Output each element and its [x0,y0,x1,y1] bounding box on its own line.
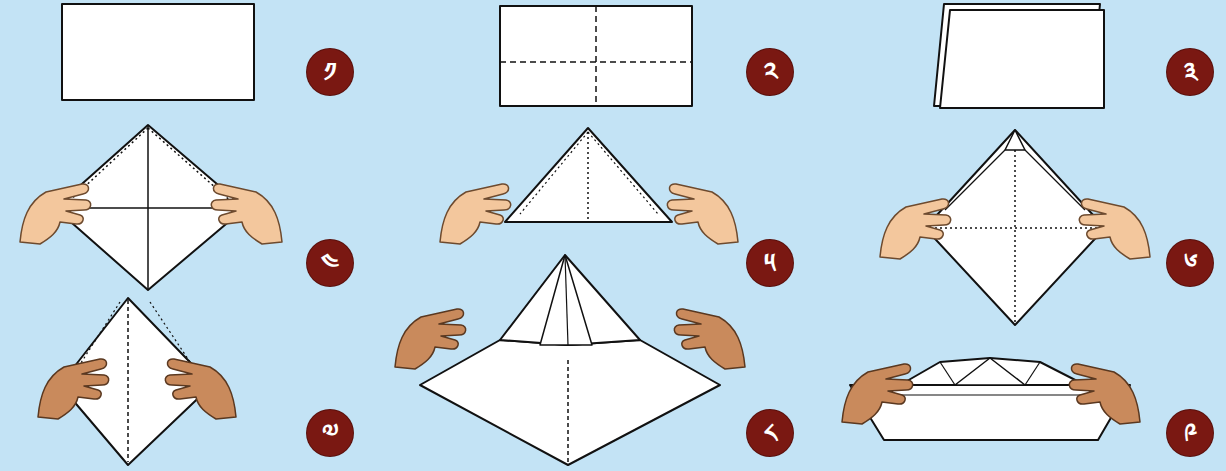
step-label: ༤ [321,250,339,276]
opened-diamond [880,130,1150,325]
step-number: ༦ [1167,240,1213,286]
paper-sheet [62,4,254,100]
step-label: ༧ [322,420,339,446]
step-number: ༡ [307,49,353,95]
paper-boat [842,358,1140,440]
step-number: ༧ [307,410,353,456]
step-label: ༨ [764,420,777,446]
tall-diamond [38,298,236,465]
diamond-fold [20,125,282,290]
step-label: ༥ [764,250,776,276]
step-label: ༣ [1184,59,1197,85]
step-label: ༡ [324,59,337,85]
hat-fold [395,255,745,465]
creased-sheet [500,6,692,106]
step-label: ༩ [1184,420,1197,446]
step-number: ༩ [1167,410,1213,456]
folded-sheet [934,4,1104,108]
step-number: ༤ [307,240,353,286]
step-number: ༢ [747,49,793,95]
step-number: ༣ [1167,49,1213,95]
step-label: ༢ [764,59,777,85]
step-number: ༥ [747,240,793,286]
step-number: ༨ [747,410,793,456]
step-label: ༦ [1184,250,1197,276]
triangle-fold [440,128,738,244]
